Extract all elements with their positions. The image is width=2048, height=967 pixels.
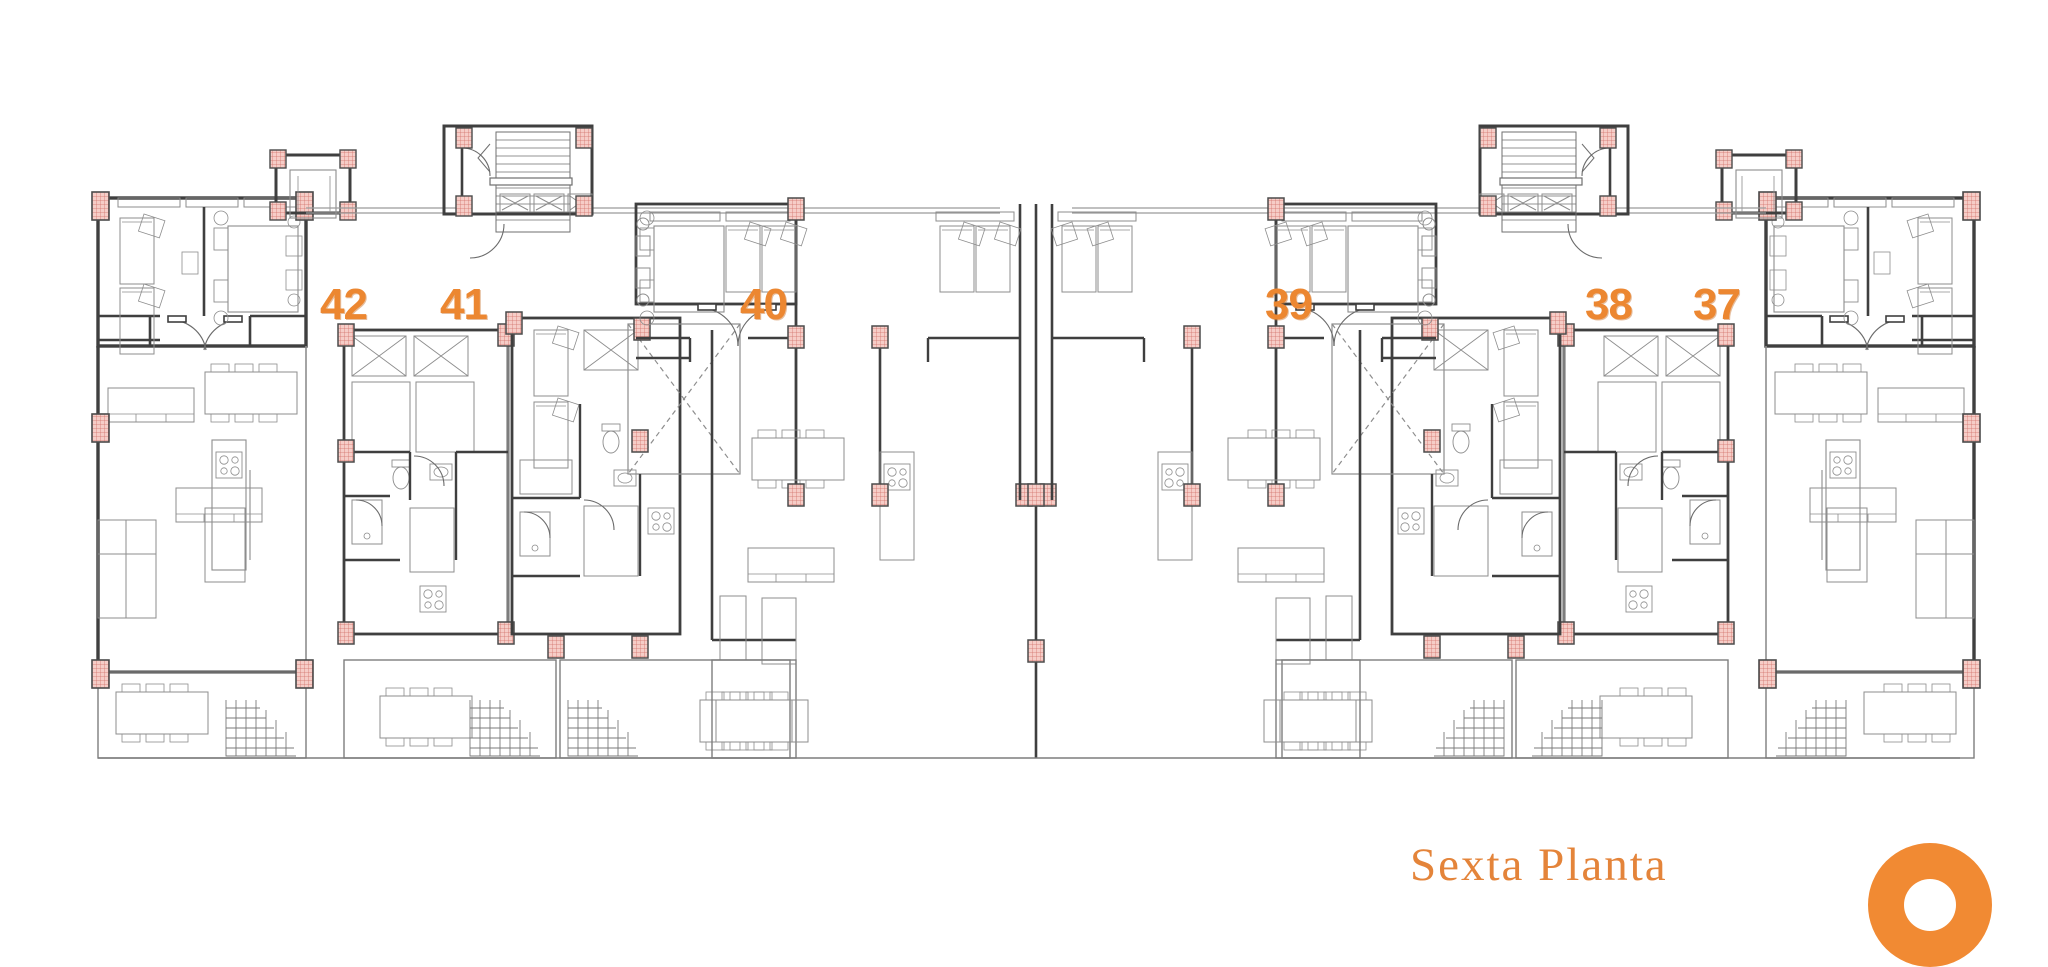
floor-plan-drawing [91,0,2048,880]
plan-left-half [91,124,1033,759]
unit-label-40: 40 [740,280,788,329]
unit-label-39: 39 [1265,280,1313,329]
unit-label-37: 37 [1693,280,1741,329]
floor-title: Sexta Planta [1410,839,1668,891]
unit-label-41: 41 [440,280,488,329]
unit-label-42: 42 [320,280,368,329]
north-compass-rose [1868,843,1992,967]
unit-label-38: 38 [1585,280,1633,329]
plan-right-half [1040,126,1980,758]
compass-inner-disc [1904,879,1956,931]
floor-plan-canvas: 42 41 40 39 38 37 Sexta Planta [91,0,2048,967]
